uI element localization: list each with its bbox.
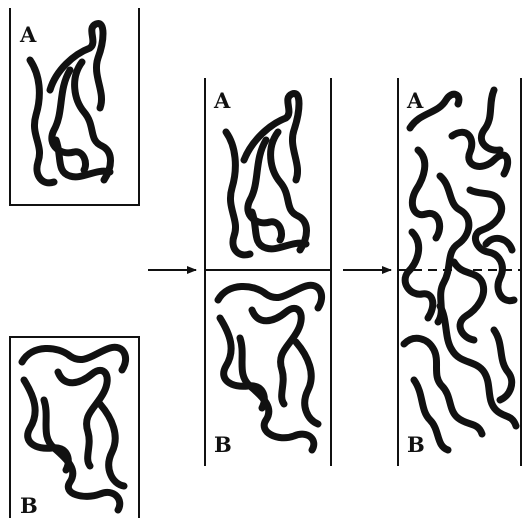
chain: [450, 258, 487, 344]
panel-interdiffused: A B: [397, 78, 522, 466]
chain: [40, 396, 124, 514]
polymer-a-chains: [26, 20, 114, 187]
chain: [406, 90, 463, 132]
chain: [436, 302, 520, 430]
panel-b-alone: B: [9, 336, 140, 518]
contact-label-b: B: [214, 432, 232, 457]
chain: [26, 56, 58, 187]
interdiffused-chains: [400, 86, 520, 454]
panel-b-frame: [9, 336, 140, 518]
chain: [222, 128, 254, 259]
chain: [214, 281, 325, 312]
chain: [434, 172, 473, 326]
chain: [71, 58, 114, 184]
chain: [401, 228, 437, 322]
chain: [216, 314, 268, 412]
chain: [292, 338, 322, 428]
chain: [477, 86, 504, 154]
panel-a-label: A: [19, 22, 37, 47]
chain: [267, 128, 310, 254]
chain: [410, 376, 452, 454]
interdiffused-label-b: B: [407, 432, 425, 457]
chain: [408, 146, 444, 242]
chain: [236, 334, 318, 454]
panel-a-frame: [9, 8, 140, 206]
chain: [46, 20, 107, 112]
chain: [490, 326, 516, 404]
chain: [18, 343, 129, 374]
contact-label-a: A: [213, 88, 231, 113]
chain: [52, 136, 114, 181]
contact-polymer-b-chains: [214, 281, 325, 454]
chain: [448, 128, 512, 178]
chain: [240, 90, 303, 184]
chain: [248, 304, 305, 408]
chain: [400, 334, 486, 438]
chain: [20, 376, 72, 474]
chain: [248, 208, 310, 253]
contact-polymer-a-chains: [222, 90, 310, 259]
interdiffused-label-a: A: [406, 88, 424, 113]
chain: [482, 234, 516, 254]
panel-b-label: B: [20, 493, 38, 518]
panel-a-alone: A: [9, 8, 140, 206]
chain: [96, 400, 128, 490]
polymer-b-chains: [18, 343, 129, 514]
chain: [466, 186, 518, 305]
chain: [54, 366, 111, 470]
panel-contact: A B: [204, 78, 332, 466]
